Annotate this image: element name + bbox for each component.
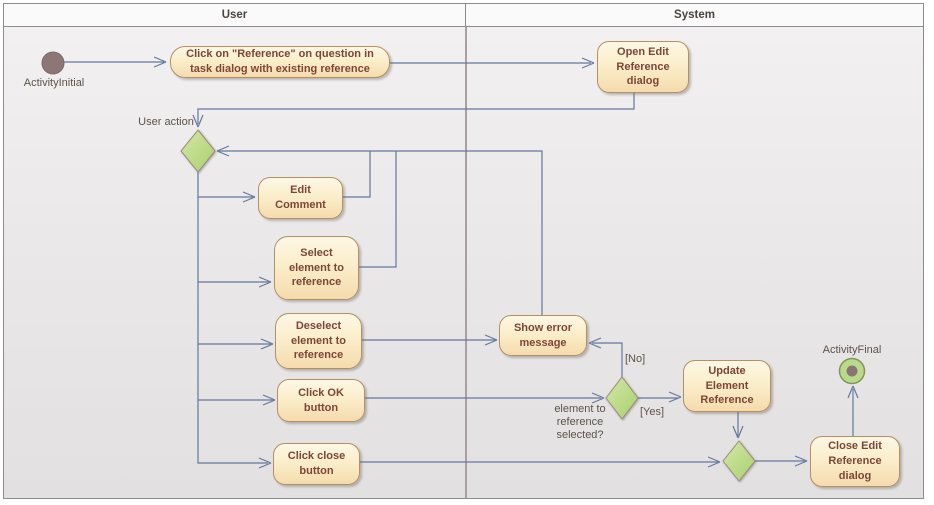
edge-click-ok-to-decision (365, 392, 605, 404)
activity-final-dot (846, 365, 858, 377)
activity-initial-node[interactable] (41, 51, 65, 75)
merge-node[interactable] (722, 440, 756, 482)
action-click-ok[interactable]: Click OK button (277, 379, 365, 422)
action-click-close-label: Click close button (287, 450, 346, 477)
action-click-ok-label: Click OK button (298, 386, 344, 414)
action-edit-comment-label: Edit Comment (275, 184, 326, 211)
action-click-close[interactable]: Click close button (273, 443, 360, 485)
action-click-reference-label: Click on "Reference" on question in task… (186, 48, 374, 75)
edge-select-element-return (359, 151, 397, 268)
guard-yes-label: [Yes] (640, 406, 665, 418)
action-open-dialog[interactable]: Open Edit Reference dialog (597, 41, 689, 93)
edge-decision-no-to-show-error (588, 337, 623, 377)
decision-question-label: element to reference selected? (554, 403, 606, 441)
lane-user-label: User (221, 9, 248, 21)
action-select-element-label: Select element to reference (288, 246, 344, 289)
swimlane-body (4, 27, 923, 498)
action-deselect-element-label: Deselect element to reference (290, 319, 346, 362)
user-action-label: User action (138, 116, 194, 128)
lane-header-system[interactable]: System (466, 4, 923, 26)
edge-click-reference-to-open-dialog (390, 57, 595, 69)
action-update-reference[interactable]: Update Element Reference (683, 360, 771, 412)
action-show-error-label: Show error message (513, 321, 573, 349)
edge-decision-yes-to-update (638, 391, 682, 403)
action-update-reference-label: Update Element Reference (700, 364, 754, 407)
edge-initial-to-click-reference (64, 56, 167, 68)
action-show-error[interactable]: Show error message (499, 315, 587, 356)
edge-open-dialog-to-user-action (192, 93, 635, 128)
activity-final-label: ActivityFinal (822, 344, 882, 356)
edge-close-dialog-to-final (847, 385, 859, 436)
swimlane-header: User System (4, 4, 923, 27)
edge-show-error-to-user-action (216, 145, 543, 315)
swimlane-divider (465, 27, 467, 498)
action-close-dialog[interactable]: Close Edit Reference dialog (810, 436, 900, 487)
action-edit-comment[interactable]: Edit Comment (258, 177, 343, 219)
guard-no-label: [No] (625, 353, 646, 365)
action-deselect-element[interactable]: Deselect element to reference (275, 313, 362, 369)
lane-system-label: System (674, 9, 715, 21)
lane-header-user[interactable]: User (4, 4, 466, 26)
element-selected-decision[interactable] (605, 376, 639, 420)
user-action-decision[interactable] (180, 129, 216, 173)
edge-user-action-trunk (197, 172, 276, 469)
action-open-dialog-label: Open Edit Reference dialog (616, 45, 670, 88)
edge-deselect-to-show-error (362, 334, 498, 346)
edge-click-close-to-merge (360, 456, 721, 468)
action-click-reference[interactable]: Click on "Reference" on question in task… (170, 46, 390, 78)
edge-merge-to-close-dialog (755, 455, 808, 467)
action-close-dialog-label: Close Edit Reference dialog (828, 440, 882, 482)
edge-edit-comment-return (343, 151, 371, 198)
edge-update-to-merge (732, 412, 744, 439)
activity-initial-label: ActivityInitial (23, 77, 85, 89)
diagram-frame (3, 3, 924, 499)
action-select-element[interactable]: Select element to reference (274, 236, 359, 300)
